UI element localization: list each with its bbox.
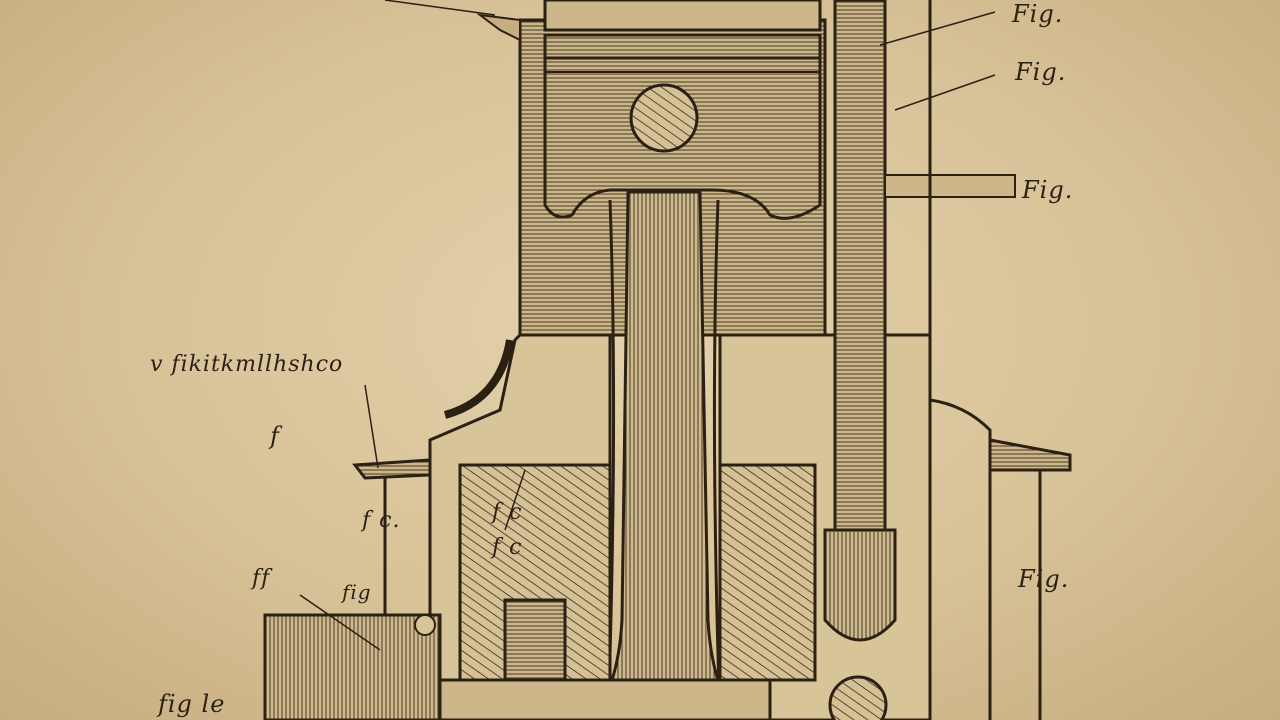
label-fig-small-left: fig <box>342 580 372 604</box>
label-fig-top-right: Fig. <box>1012 0 1064 28</box>
label-fig-right: Fig. <box>1018 565 1070 593</box>
valve-rod <box>823 0 1016 720</box>
label-fig-mid: Fig. <box>1022 176 1074 204</box>
label-ff-left: ff <box>252 566 271 591</box>
label-fig-upper: Fig. <box>1015 58 1067 86</box>
label-fig-bottom-left: fig le <box>158 690 226 718</box>
title-script: v fikitkmllhshco <box>150 352 344 377</box>
label-fc-left: f c. <box>362 508 401 533</box>
label-fc-center-low: f c <box>492 535 523 560</box>
leader-lines <box>299 0 996 651</box>
wrist-pin <box>629 83 699 153</box>
piston <box>543 33 822 220</box>
label-fc-center: f c <box>492 500 523 525</box>
label-f-left: f <box>270 422 280 450</box>
crankshaft <box>263 598 772 720</box>
